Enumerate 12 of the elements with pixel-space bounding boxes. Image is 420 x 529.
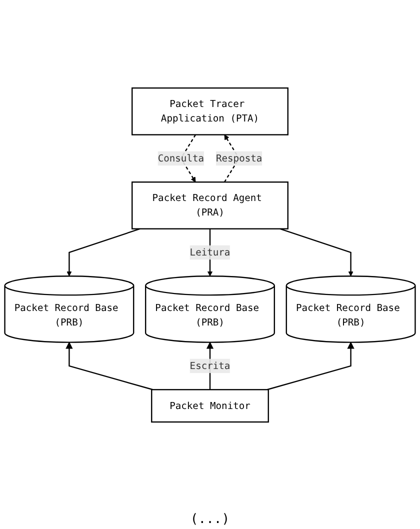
- ellipsis-note: (...): [190, 512, 230, 527]
- arrow: [66, 228, 140, 276]
- node-box: Packet Monitor: [151, 389, 269, 423]
- node-box: Packet Tracer Application (PTA): [132, 87, 288, 136]
- edge-label: Escrita: [190, 360, 230, 372]
- edge-label: Resposta: [216, 152, 262, 164]
- arrow: [267, 342, 354, 390]
- edge-label: Leitura: [190, 246, 230, 258]
- node-box: Packet Record Agent (PRA): [132, 181, 288, 230]
- arrow: [280, 228, 354, 276]
- edge-label: Consulta: [158, 152, 204, 164]
- arrow: [66, 342, 153, 390]
